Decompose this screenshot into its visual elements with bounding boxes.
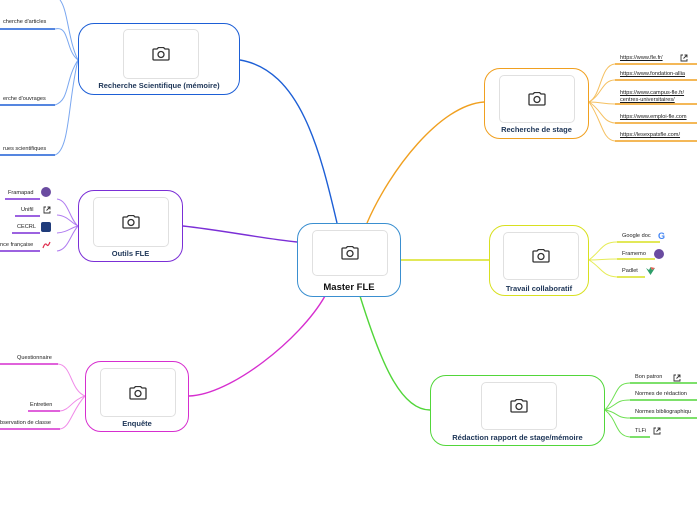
link-fle-fr[interactable]: https://www.fle.fr/ <box>620 55 663 61</box>
leaf-observation-classe[interactable]: bservation de classe <box>0 420 51 426</box>
leaf-normes-bibliographiques[interactable]: Normes bibliographiqu <box>635 409 691 415</box>
cecrl-logo-icon[interactable] <box>41 222 51 232</box>
leaf-entretien[interactable]: Entretien <box>30 402 53 408</box>
connector-stage <box>366 101 485 224</box>
external-link-icon[interactable] <box>673 374 681 382</box>
leaf-connector-recherche-2 <box>54 59 79 156</box>
node-master-fle[interactable]: Master FLE <box>297 223 401 297</box>
external-link-icon[interactable] <box>653 427 661 435</box>
leaf-google-doc[interactable]: Google doc <box>622 233 651 239</box>
node-recherche-scientifique[interactable]: Recherche Scientifique (mémoire) <box>78 23 240 95</box>
connector-redaction <box>359 295 431 411</box>
link-campus-fle-cont[interactable]: centres-universitaires/ <box>620 97 675 103</box>
image-placeholder <box>503 232 579 280</box>
leaf-framapad[interactable]: Framapad <box>8 190 34 196</box>
image-placeholder <box>123 29 199 79</box>
camera-icon <box>528 92 546 106</box>
node-title: Recherche de stage <box>501 125 572 134</box>
camera-icon <box>510 399 528 413</box>
camera-icon <box>532 249 550 263</box>
node-redaction-rapport[interactable]: Rédaction rapport de stage/mémoire <box>430 375 605 446</box>
leaf-connector-recherche-0 <box>54 28 79 61</box>
leaf-cecrl[interactable]: CECRL <box>17 224 36 230</box>
image-placeholder <box>481 382 557 430</box>
camera-icon <box>129 385 147 400</box>
node-recherche-stage[interactable]: Recherche de stage <box>484 68 589 139</box>
link-emploi-fle[interactable]: https://www.emploi-fle.com <box>620 114 687 120</box>
padlet-icon[interactable] <box>645 266 656 276</box>
link-fondation-alliance[interactable]: https://www.fondation-allia <box>620 71 685 77</box>
leaf-connector-recherche-1 <box>54 59 79 106</box>
node-title: Travail collaboratif <box>505 284 573 293</box>
leaf-unifil[interactable]: Unifil <box>21 207 34 213</box>
camera-icon <box>341 246 359 260</box>
link-lesexpatsfle[interactable]: https://lesexpatsfle.com/ <box>620 132 681 138</box>
external-link-icon[interactable] <box>43 206 51 214</box>
connector-enquete <box>188 295 326 397</box>
leaf-padlet[interactable]: Padlet <box>622 268 638 274</box>
leaf-framemo[interactable]: Framemo <box>622 251 646 257</box>
alliance-francaise-logo-icon[interactable] <box>41 240 51 250</box>
node-outils-fle[interactable]: Outils FLE <box>78 190 183 262</box>
framapad-icon[interactable] <box>41 187 51 197</box>
node-title: Recherche Scientifique (mémoire) <box>98 81 220 90</box>
node-travail-collaboratif[interactable]: Travail collaboratif <box>489 225 589 296</box>
image-placeholder <box>312 230 388 276</box>
leaf-questionnaire[interactable]: Questionnaire <box>17 355 52 361</box>
leaf-recherche-ouvrages[interactable]: erche d'ouvrages <box>3 96 46 102</box>
camera-icon <box>152 47 170 61</box>
image-placeholder <box>93 197 169 247</box>
external-link-icon[interactable] <box>680 54 688 62</box>
leaf-bon-patron[interactable]: Bon patron <box>635 374 663 380</box>
image-placeholder <box>100 368 176 417</box>
framemo-icon[interactable] <box>654 249 664 259</box>
link-campus-fle[interactable]: https://www.campus-fle.fr/ <box>620 90 685 96</box>
leaf-connector-recherche-top <box>59 0 79 61</box>
connector-recherche <box>239 59 338 224</box>
node-enquete[interactable]: Enquête <box>85 361 189 432</box>
leaf-tlfi[interactable]: TLFi <box>635 428 647 434</box>
node-title: Rédaction rapport de stage/mémoire <box>452 433 583 442</box>
leaf-recherche-revues[interactable]: rues scientifiques <box>3 146 47 152</box>
node-title: Enquête <box>122 419 152 428</box>
connector-outils <box>182 225 298 243</box>
leaf-normes-redaction[interactable]: Normes de rédaction <box>635 391 687 397</box>
camera-icon <box>122 215 140 229</box>
node-title: Outils FLE <box>111 249 150 258</box>
leaf-recherche-articles[interactable]: cherche d'articles <box>3 19 47 25</box>
image-placeholder <box>499 75 575 123</box>
node-title: Master FLE <box>323 282 375 293</box>
google-icon[interactable]: G <box>658 231 666 241</box>
leaf-alliance-francaise[interactable]: nce française <box>0 242 34 248</box>
